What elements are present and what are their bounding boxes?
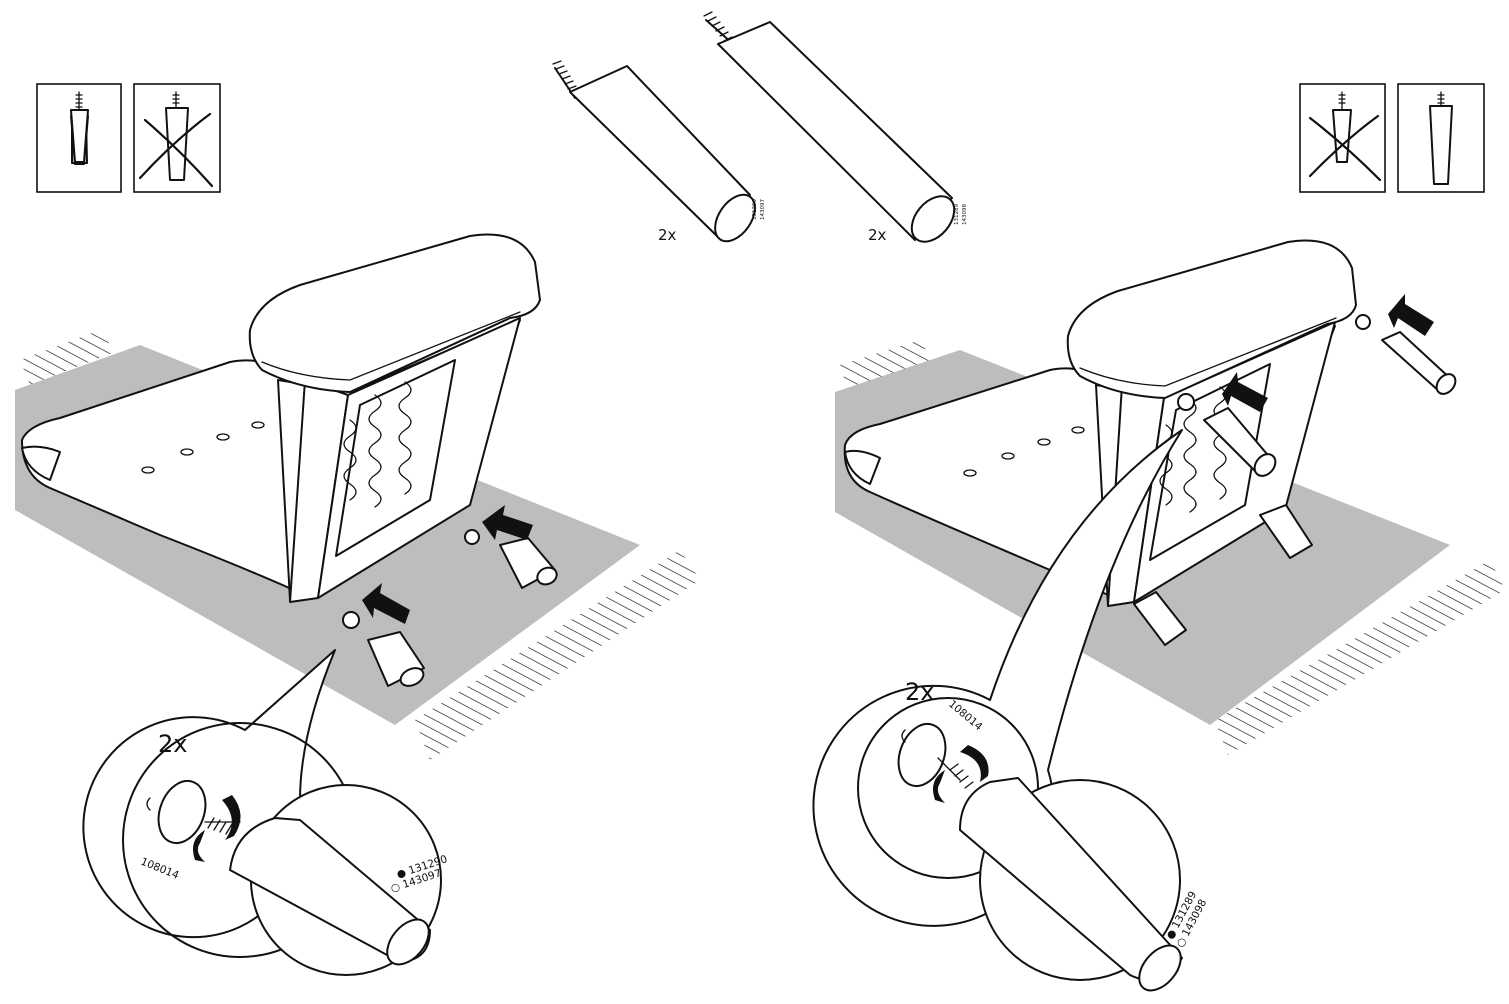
long-leg-part: 2x 131289 143098 <box>703 11 968 244</box>
short-leg-quantity: 2x <box>658 226 677 244</box>
right-step-scene: 2x 108014 ● 131289 ○ 143098 <box>812 239 1505 992</box>
short-leg-code-outline: 143097 <box>760 199 766 220</box>
short-leg-code-filled: 131290 <box>752 199 758 220</box>
long-leg-code-filled: 131289 <box>954 204 960 225</box>
left-step-scene: 2x 108014 ● 131290 ○ 143097 <box>15 233 700 976</box>
long-leg-code-outline: 143098 <box>962 204 968 225</box>
guide-left-long-wrong <box>133 83 221 193</box>
guide-right-long-correct <box>1397 83 1485 193</box>
short-leg-part: 2x 131290 143097 <box>552 60 766 244</box>
left-detail-quantity: 2x <box>158 730 187 758</box>
armrest <box>248 233 541 393</box>
seat-cushion <box>21 359 306 596</box>
guide-left-short-correct <box>36 83 122 193</box>
guide-right-short-wrong <box>1299 83 1386 193</box>
armrest-right <box>1066 239 1357 399</box>
long-leg-quantity: 2x <box>868 226 887 244</box>
right-detail-quantity: 2x <box>905 678 934 706</box>
